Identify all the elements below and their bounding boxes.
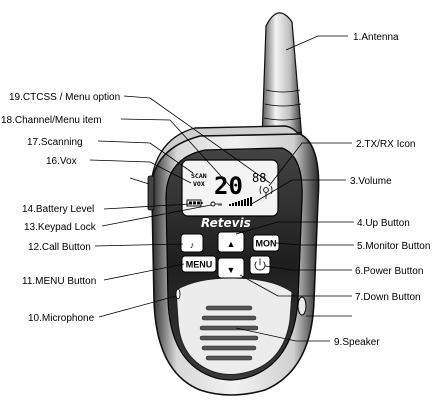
label-monitor-button: 5.Monitor Button — [357, 241, 430, 252]
side-jack — [298, 297, 306, 315]
label-tx-rx-icon: 2.TX/RX Icon — [356, 139, 415, 150]
power-button[interactable] — [250, 256, 270, 274]
label-ctcss-menu-option: 19.CTCSS / Menu option — [9, 92, 120, 103]
label-scanning: 17.Scanning — [27, 137, 83, 148]
lcd-scan-indicator: SCAN — [191, 172, 207, 180]
label-up-button: 4.Up Button — [357, 218, 410, 229]
music-note-icon: ♪ — [190, 240, 195, 250]
label-menu-button: 11.MENU Button — [22, 276, 96, 287]
label-speaker: 9.Speaker — [334, 337, 380, 348]
antenna — [262, 13, 302, 140]
lcd-channel-number: 20 — [214, 172, 243, 200]
menu-button[interactable]: MENU — [182, 256, 216, 272]
lcd-menu-digits: 88 — [252, 171, 266, 185]
brand-logo: Retevis — [201, 216, 251, 230]
label-down-button: 7.Down Button — [355, 292, 421, 303]
up-button[interactable]: ▲ — [218, 232, 244, 252]
lcd-vox-indicator: VOX — [193, 180, 205, 188]
menu-button-label: MENU — [186, 260, 213, 270]
label-volume: 3.Volume — [350, 176, 392, 187]
label-call-button: 12.Call Button — [28, 242, 91, 253]
label-vox: 16.Vox — [46, 156, 77, 167]
side-ptt — [148, 176, 154, 210]
monitor-button[interactable]: MON — [253, 235, 279, 251]
label-battery-level: 14.Battery Level — [22, 204, 94, 215]
label-keypad-lock: 13.Keypad Lock — [24, 222, 97, 233]
call-button[interactable]: ♪ — [181, 234, 203, 252]
up-arrow-icon: ▲ — [227, 239, 236, 249]
down-arrow-icon: ▼ — [227, 265, 236, 275]
label-channel-menu-item: 18.Channel/Menu item — [1, 115, 102, 126]
label-antenna: 1.Antenna — [353, 32, 399, 43]
monitor-button-label: MON — [256, 239, 277, 249]
label-power-button: 6.Power Button — [355, 266, 423, 277]
microphone-hole — [176, 289, 180, 299]
label-microphone: 10.Microphone — [28, 313, 95, 324]
